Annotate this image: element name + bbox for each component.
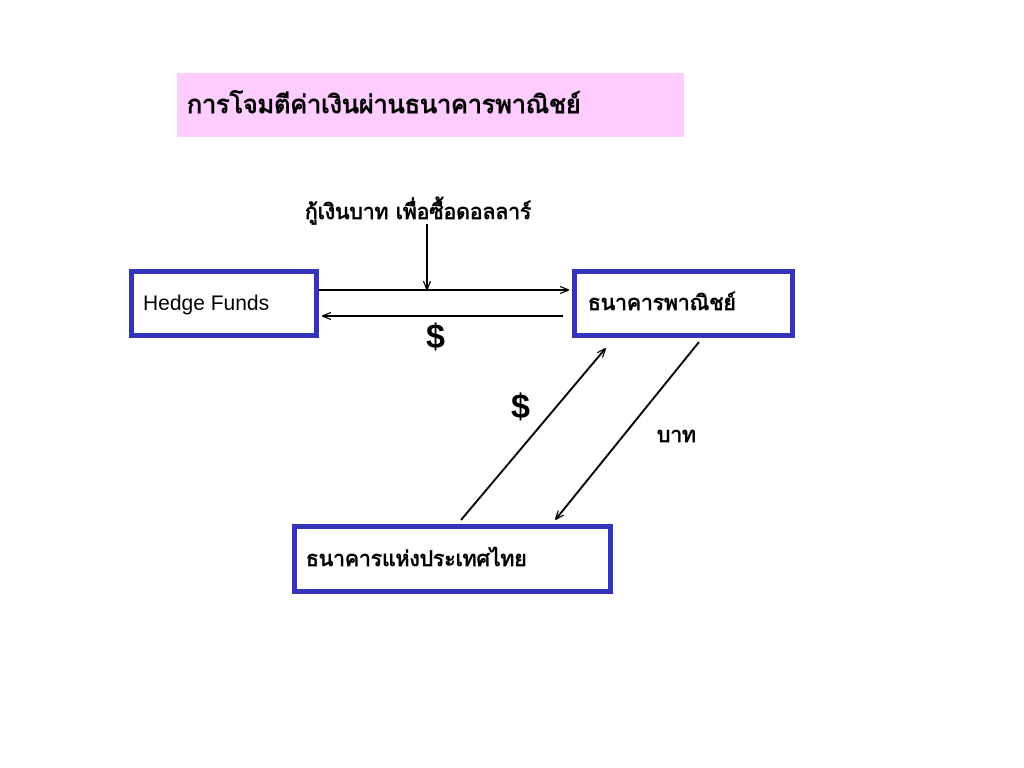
node-central-bank-label: ธนาคารแห่งประเทศไทย (306, 545, 527, 571)
node-central-bank: ธนาคารแห่งประเทศไทย (292, 524, 613, 594)
node-hedge-funds-label: Hedge Funds (143, 291, 270, 315)
label-dollar-top: $ (426, 318, 445, 356)
label-dollar-diagonal: $ (511, 388, 530, 426)
arrow-commercial-to-central (556, 341, 700, 519)
label-baht: บาท (657, 422, 696, 447)
diagram-title: การโจมตีค่าเงินผ่านธนาคารพาณิชย์ (177, 73, 684, 137)
node-commercial-bank-label: ธนาคารพาณิชย์ (588, 290, 736, 315)
node-commercial-bank: ธนาคารพาณิชย์ (572, 269, 795, 338)
arrow-central-to-commercial (460, 349, 605, 521)
diagram-title-text: การโจมตีค่าเงินผ่านธนาคารพาณิชย์ (187, 90, 581, 119)
node-hedge-funds: Hedge Funds (129, 269, 319, 338)
label-borrow-baht-buy-dollar: กู้เงินบาท เพื่อซื้อดอลลาร์ (305, 199, 532, 224)
